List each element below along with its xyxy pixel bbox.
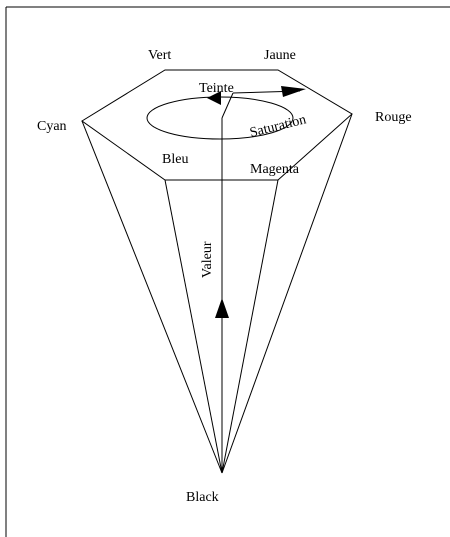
value-axis-arrowhead (215, 298, 229, 318)
label-black: Black (186, 490, 219, 505)
cone-edge-bleu (164, 179, 223, 474)
saturation-arrowhead (281, 86, 306, 97)
label-jaune: Jaune (264, 48, 296, 63)
cone-edge-magenta (221, 179, 279, 474)
label-teinte: Teinte (199, 81, 234, 96)
label-magenta: Magenta (250, 162, 300, 177)
label-cyan: Cyan (37, 119, 67, 134)
cone-edge-rouge (221, 113, 353, 474)
label-saturation: Saturation (248, 112, 307, 140)
label-bleu: Bleu (162, 152, 188, 167)
label-vert: Vert (148, 48, 171, 63)
label-rouge: Rouge (375, 110, 412, 125)
label-valeur: Valeur (200, 241, 215, 278)
cone-edge-cyan (81, 120, 223, 474)
hue-arrowhead (207, 91, 221, 105)
